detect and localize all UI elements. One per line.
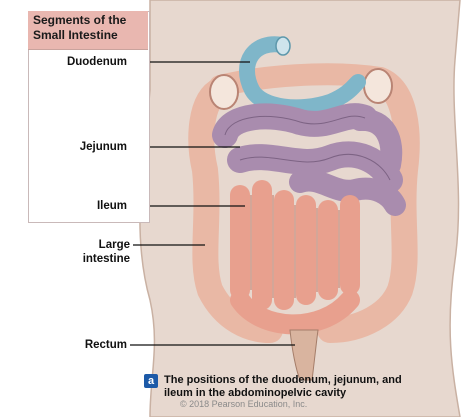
legend-title: Segments of the Small Intestine xyxy=(33,13,147,43)
legend-title-line2: Small Intestine xyxy=(33,28,118,42)
legend-header xyxy=(28,11,148,50)
duodenum-cut xyxy=(275,36,291,56)
label-large-intestine-line1: Large xyxy=(98,239,130,251)
colon-cut-left xyxy=(209,74,239,110)
ileum-shape xyxy=(230,180,360,335)
label-ileum: Ileum xyxy=(96,200,127,212)
rectum-shape xyxy=(289,329,319,381)
caption-line1: The positions of the duodenum, jejunum, … xyxy=(164,374,402,386)
caption-text: The positions of the duodenum, jejunum, … xyxy=(164,374,464,400)
copyright-text: © 2018 Pearson Education, Inc. xyxy=(180,399,308,409)
colon-cut-right xyxy=(363,68,393,104)
label-jejunum: Jejunum xyxy=(79,141,127,153)
legend-title-line1: Segments of the xyxy=(33,13,127,27)
label-rectum: Rectum xyxy=(84,339,127,351)
label-large-intestine-line2: intestine xyxy=(82,253,130,265)
caption-line2: ileum in the abdominopelvic cavity xyxy=(164,387,347,399)
label-large-intestine: Large intestine xyxy=(60,238,130,266)
label-duodenum: Duodenum xyxy=(66,56,127,68)
caption-badge: a xyxy=(144,374,158,388)
